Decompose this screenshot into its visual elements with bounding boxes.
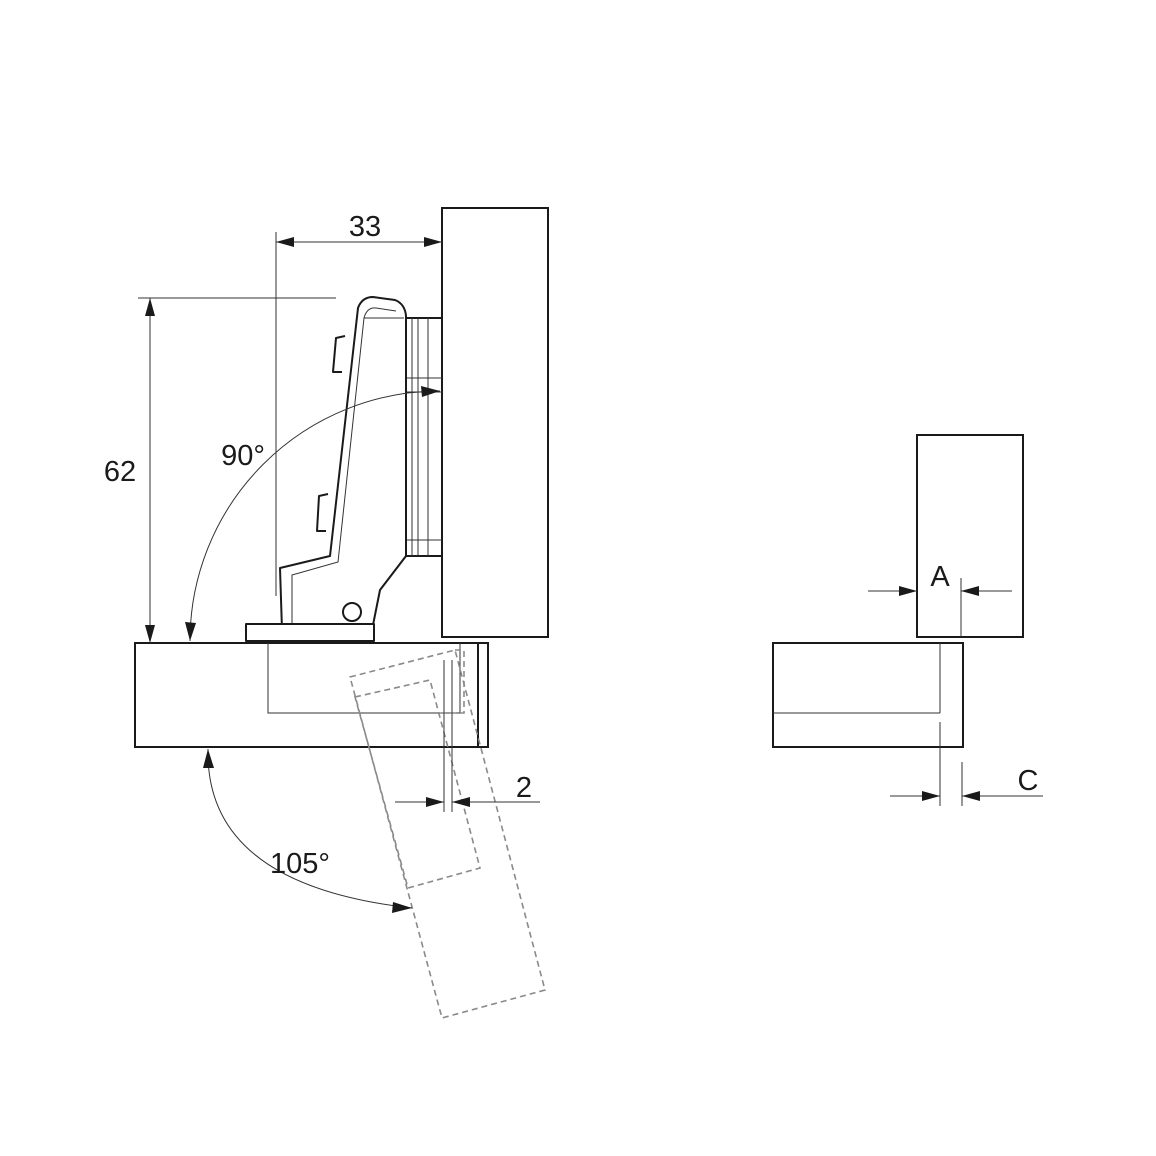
hinge-arm: [245, 296, 407, 642]
door-panel: [134, 642, 489, 748]
dimension-33-label: 33: [349, 211, 381, 243]
dimension-33: 33: [275, 211, 442, 596]
right-overlay-view: A C: [772, 434, 1043, 806]
open-door-ghost: [349, 649, 546, 1019]
dimension-62-label: 62: [104, 456, 136, 488]
angle-105: 105°: [203, 748, 413, 913]
dimension-2: 2: [395, 660, 540, 812]
hinge-cup-flange: [245, 623, 375, 642]
mounting-plate: [405, 317, 443, 557]
right-side-panel: [916, 434, 1024, 638]
right-door-panel: [772, 642, 964, 748]
cabinet-side-panel: [441, 207, 549, 638]
dimension-a-label: A: [930, 561, 950, 593]
hinge-pivot: [342, 602, 362, 622]
angle-90: 90°: [185, 386, 441, 642]
angle-90-label: 90°: [221, 440, 265, 472]
left-hinge-view: 33 62 90° 105°: [104, 207, 549, 1019]
arm-tab-upper: [332, 335, 346, 373]
angle-105-label: 105°: [270, 848, 330, 880]
dimension-c: C: [890, 722, 1043, 806]
arm-tab-lower: [316, 493, 329, 532]
hinge-cup-recess: [267, 643, 461, 714]
dimension-a: A: [868, 561, 1012, 637]
dimension-2-label: 2: [516, 772, 532, 804]
dimension-c-label: C: [1018, 765, 1039, 797]
dimension-62: 62: [104, 297, 336, 643]
